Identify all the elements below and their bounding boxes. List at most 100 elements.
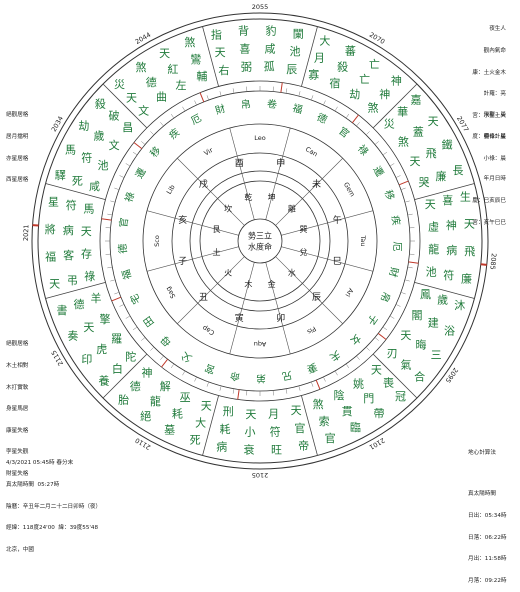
outer-star-char: 病 (63, 223, 74, 237)
branch-char: 子 (178, 256, 187, 267)
outer-star-char: 蕃 (345, 44, 356, 57)
trigram-char: 土 (213, 247, 221, 257)
zodiac-sign-label: Pis (305, 324, 317, 336)
header-line: 年月日時 (472, 176, 506, 183)
degree-tick (390, 316, 394, 319)
ring-circle (100, 81, 420, 401)
outer-star-char: 鐵 (442, 138, 453, 152)
outer-star-char: 池 (289, 45, 300, 58)
degree-tick (120, 175, 125, 177)
chart-words: 2055207020772085209521012105211021152021… (22, 3, 498, 479)
degree-tick (126, 316, 130, 319)
outer-star-char: 月 (314, 51, 325, 64)
palace-char: 財 (386, 266, 401, 279)
header-line: 慶：巳亥辰巳 (472, 198, 506, 205)
year-label: 2044 (134, 31, 152, 46)
outer-star-char: 廉 (435, 169, 446, 183)
degree-tick (335, 107, 338, 111)
info-line: 身星馬居 (6, 406, 28, 413)
year-label: 2115 (50, 349, 65, 367)
outer-star-char: 養 (98, 374, 109, 388)
outer-star-char: 煞 (136, 60, 147, 74)
degree-tick (346, 364, 349, 368)
zodiac-sign-label: Vir (203, 146, 215, 157)
degree-tick (114, 292, 119, 294)
outer-star-char: 喪 (383, 376, 394, 390)
year-label: 2021 (22, 224, 31, 241)
palace-char: 卷 (266, 97, 277, 111)
outer-star-char: 曲 (156, 91, 167, 104)
zodiac-sign-label: Ari (343, 287, 354, 299)
zodiac-sign-label: Gem (342, 181, 357, 198)
degree-tick (233, 88, 234, 93)
palace-char: 帛 (240, 97, 251, 111)
outer-star-char: 耗 (220, 423, 231, 436)
palace-char: 疾 (166, 125, 182, 141)
degree-tick (408, 267, 413, 268)
palace-char: 福 (291, 101, 304, 116)
outer-star-char: 池 (426, 266, 437, 279)
outer-star-char: 沐 (454, 299, 465, 312)
outer-star-char: 天 (215, 46, 226, 59)
outer-star-char: 擎 (99, 312, 110, 326)
palace-char: 宮 (203, 361, 217, 377)
header-line: 宮：亥午巳巳 (472, 220, 506, 227)
inner-divider (230, 262, 255, 354)
outer-star-char: 天 (245, 408, 256, 421)
outer-star-char: 索 (319, 414, 330, 428)
degree-tick (126, 164, 130, 167)
palace-char: 福 (119, 268, 134, 281)
degree-tick (323, 377, 325, 382)
outer-star-char: 馬 (65, 144, 76, 157)
year-label: 2085 (488, 253, 497, 270)
outer-star-char: 咸 (89, 180, 100, 193)
palace-char: 德 (116, 243, 130, 254)
palace-char: 父 (179, 349, 194, 364)
info-line: 經緯：118度24'00 緯：39度55'48 (6, 525, 101, 532)
outer-star-char: 冠 (395, 390, 406, 403)
info-line: 絕觀居格 (6, 341, 28, 348)
info-line: 真太陽時間 05:27時 (6, 482, 101, 489)
outer-star-char: 紅 (167, 63, 178, 76)
outer-star-char: 小 (244, 426, 255, 439)
degree-tick (194, 101, 196, 106)
outer-star-char: 德 (146, 75, 157, 89)
info-line: 亦星居格 (6, 156, 28, 163)
outer-star-char: 煞 (184, 35, 195, 49)
birth-info: 4/3/2021 05:45時 春分末 真太陽時間 05:27時 陰曆：辛丑年二… (6, 446, 101, 561)
branch-char: 申 (276, 157, 285, 169)
branch-char: 戌 (199, 178, 208, 190)
degree-tick (194, 377, 196, 382)
horoscope-chart: 2055207020772085209521012105211021152021… (0, 0, 520, 506)
outer-star-char: 龍 (150, 394, 161, 408)
center-line: 勢三立 (248, 231, 272, 241)
outer-star-char: 神 (141, 365, 152, 379)
inner-divider (266, 128, 291, 220)
outer-star-char: 合 (414, 369, 425, 383)
palace-char: 遷 (370, 164, 385, 179)
outer-star-char: 生 (460, 189, 471, 203)
branch-char: 亥 (178, 214, 187, 226)
outer-star-char: 衰 (244, 443, 255, 457)
outer-star-char: 書 (57, 303, 68, 317)
degree-tick (110, 201, 115, 202)
outer-star-char: 解 (160, 379, 171, 393)
year-label: 2101 (368, 436, 386, 451)
degree-tick (286, 88, 287, 93)
outer-star-char: 弔 (67, 274, 78, 287)
branch-char: 卯 (276, 313, 285, 324)
trigram-char: 乾 (244, 192, 252, 202)
chart-spokes (46, 27, 475, 456)
outer-star-char: 天 (425, 198, 436, 211)
outer-star-char: 背 (238, 24, 249, 38)
outer-star-char: 天 (159, 47, 170, 60)
trigram-char: 坎 (224, 204, 232, 214)
degree-tick (160, 122, 163, 126)
outer-star-char: 喜 (442, 194, 453, 207)
ring-circle (238, 219, 282, 263)
outer-star-char: 天 (83, 321, 94, 334)
outer-star-char: 長 (452, 164, 463, 177)
outer-star-char: 建 (428, 316, 439, 330)
outer-star-char: 刃 (387, 347, 398, 360)
header-line: 康：土火金木 (472, 70, 506, 77)
